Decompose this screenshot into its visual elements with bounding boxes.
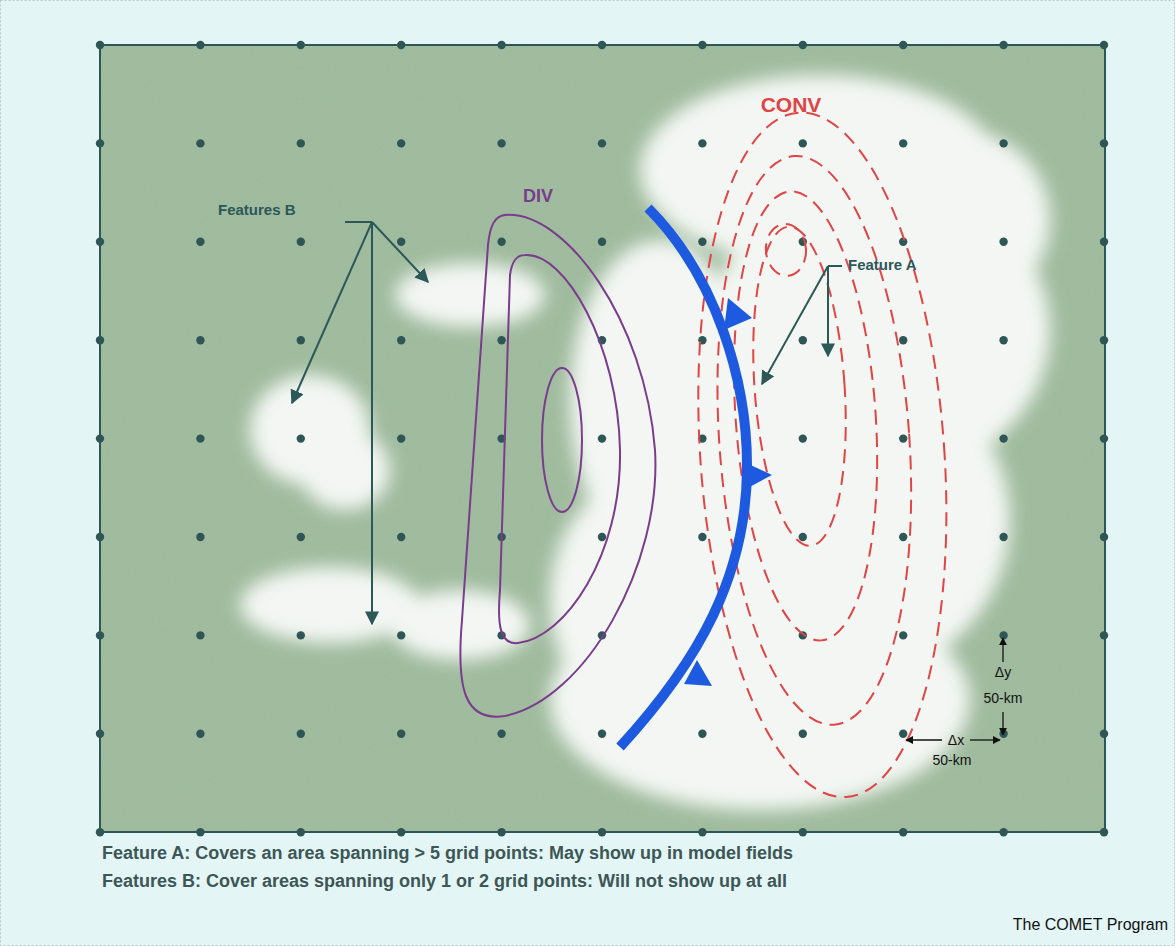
feature-label: Features B bbox=[218, 201, 296, 218]
grid-point bbox=[497, 730, 505, 738]
grid-point bbox=[999, 238, 1007, 246]
grid-point bbox=[698, 730, 706, 738]
grid-point bbox=[297, 434, 305, 442]
grid-point bbox=[598, 434, 606, 442]
grid-point bbox=[297, 336, 305, 344]
caption-line: Feature A: Covers an area spanning > 5 g… bbox=[102, 843, 793, 864]
grid-point bbox=[999, 139, 1007, 147]
grid-point bbox=[297, 139, 305, 147]
grid-spacing-dimensions bbox=[906, 638, 1003, 740]
feature-a-leaders bbox=[762, 266, 842, 384]
grid-point bbox=[497, 238, 505, 246]
grid-point bbox=[899, 434, 907, 442]
grid-point bbox=[999, 434, 1007, 442]
grid-point bbox=[598, 139, 606, 147]
feature-label: Feature A bbox=[848, 256, 917, 273]
grid-point bbox=[799, 434, 807, 442]
divergence-contours bbox=[460, 215, 655, 717]
grid-point bbox=[397, 730, 405, 738]
grid-point bbox=[999, 336, 1007, 344]
cold-front bbox=[620, 208, 772, 747]
grid-point bbox=[899, 533, 907, 541]
grid-point bbox=[196, 336, 204, 344]
grid-point bbox=[899, 730, 907, 738]
map-texture bbox=[100, 45, 1105, 832]
grid-point bbox=[598, 730, 606, 738]
grid-point bbox=[297, 730, 305, 738]
grid-point bbox=[397, 631, 405, 639]
convergence-contours bbox=[677, 104, 968, 805]
dimension-symbol: Δy bbox=[995, 664, 1011, 680]
grid-point bbox=[497, 139, 505, 147]
grid-point bbox=[598, 238, 606, 246]
grid-point bbox=[899, 631, 907, 639]
grid-point bbox=[397, 533, 405, 541]
grid-point bbox=[397, 434, 405, 442]
grid-point bbox=[397, 238, 405, 246]
grid-point bbox=[899, 139, 907, 147]
grid-point bbox=[196, 238, 204, 246]
grid-point bbox=[598, 533, 606, 541]
grid-point bbox=[497, 336, 505, 344]
convergence-label: CONV bbox=[761, 93, 822, 117]
credit-note: The COMET Program bbox=[1013, 916, 1168, 934]
caption-line: Features B: Cover areas spanning only 1 … bbox=[102, 871, 787, 892]
grid-point bbox=[196, 631, 204, 639]
dimension-value: 50-km bbox=[984, 690, 1023, 706]
grid-point bbox=[397, 139, 405, 147]
features-b-leaders bbox=[292, 222, 428, 624]
grid-point bbox=[799, 139, 807, 147]
grid-point bbox=[196, 533, 204, 541]
grid-point bbox=[196, 139, 204, 147]
dimension-value: 50-km bbox=[933, 752, 972, 768]
grid-point bbox=[196, 730, 204, 738]
grid-point bbox=[799, 533, 807, 541]
grid-point bbox=[799, 336, 807, 344]
grid-point bbox=[698, 238, 706, 246]
grid-points bbox=[96, 41, 1108, 837]
grid-point bbox=[899, 336, 907, 344]
map-ground bbox=[100, 45, 1105, 832]
grid-point bbox=[397, 336, 405, 344]
grid-point bbox=[297, 631, 305, 639]
cloud-cover bbox=[240, 75, 1050, 810]
grid-point bbox=[196, 434, 204, 442]
grid-frame bbox=[100, 45, 1105, 832]
grid-point bbox=[297, 238, 305, 246]
grid-point bbox=[999, 533, 1007, 541]
dimension-symbol: Δx bbox=[948, 732, 964, 748]
divergence-label: DIV bbox=[523, 186, 553, 207]
grid-point bbox=[799, 730, 807, 738]
grid-point bbox=[698, 139, 706, 147]
grid-point bbox=[698, 533, 706, 541]
grid-point bbox=[297, 533, 305, 541]
